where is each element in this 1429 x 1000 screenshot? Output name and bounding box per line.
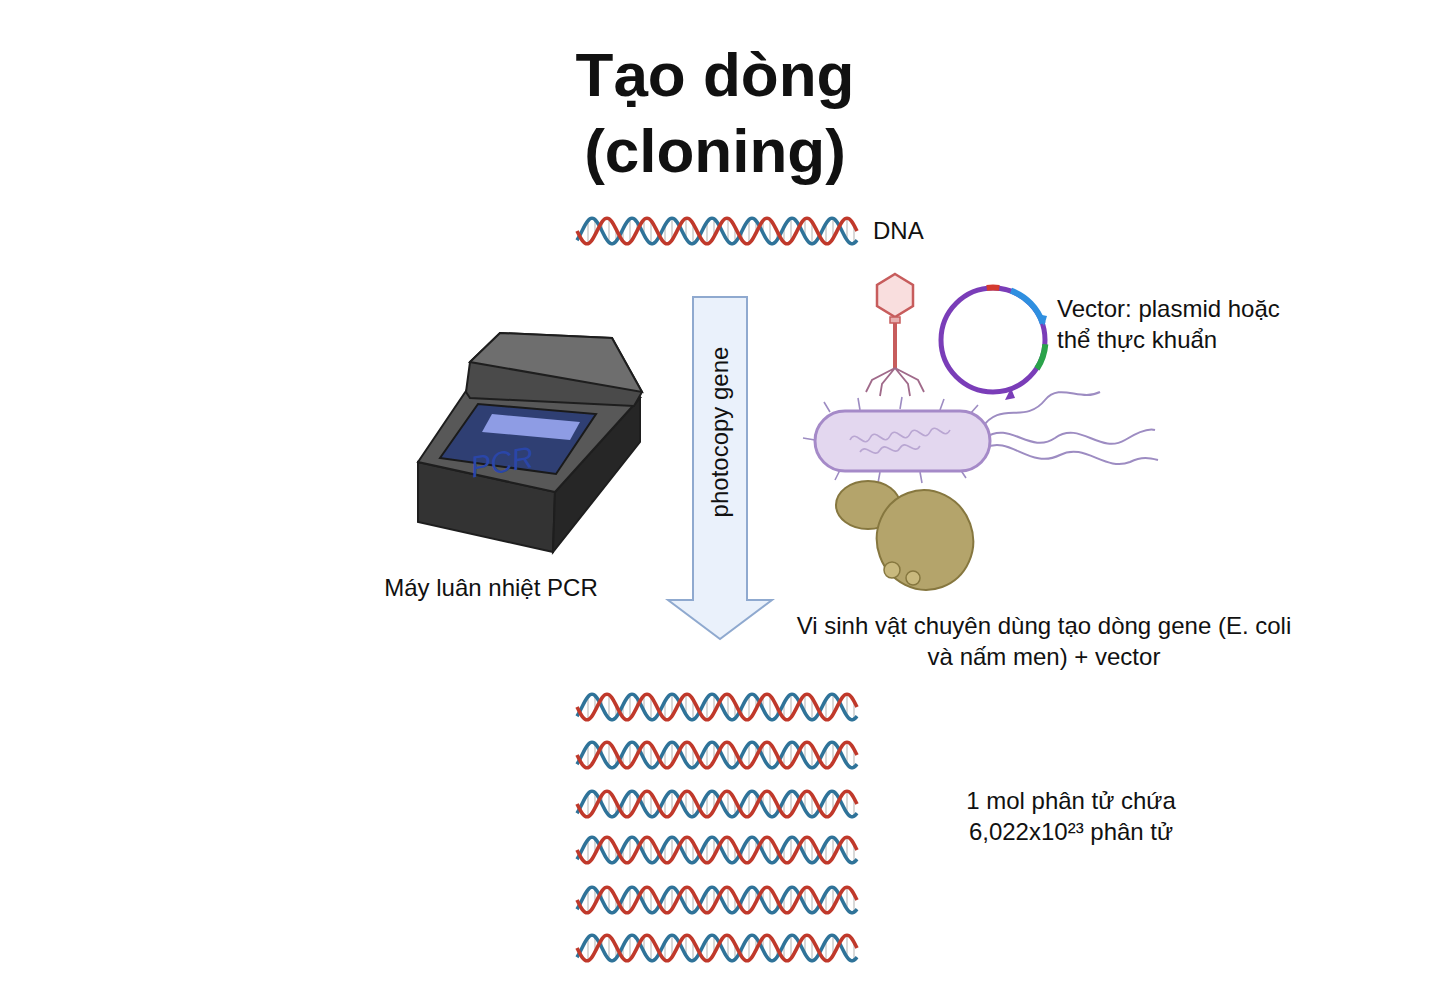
dna-strand: [577, 887, 857, 913]
phage-head: [877, 274, 913, 317]
plasmid-marker: [1034, 344, 1048, 370]
caption-label: Vi sinh vật chuyên dùng tạo dòng gene (E…: [795, 610, 1293, 672]
dna-strand: [577, 742, 857, 768]
dna-strand: [577, 935, 857, 961]
bud-scar: [906, 571, 920, 585]
base-pair: [769, 219, 770, 243]
dna-helix: [577, 218, 857, 244]
dna-helix: [577, 935, 857, 961]
cell-body: [815, 411, 990, 471]
plasmid-ring: [941, 288, 1045, 392]
lid-top: [470, 333, 642, 392]
phage-legs: [866, 368, 924, 396]
e-coli-cell: [803, 392, 1158, 483]
dna-helix: [577, 887, 857, 913]
flagellum: [982, 392, 1100, 428]
yeast-cells: [836, 477, 987, 604]
arrow-node: photocopy gene: [667, 296, 773, 640]
bacteriophage: [866, 274, 924, 396]
pcr-machine: [418, 333, 642, 552]
plasmid-origin: [986, 284, 999, 290]
phage-collar: [890, 317, 900, 323]
flagellum: [985, 429, 1155, 443]
bud-scar: [884, 562, 900, 578]
dna-strand: [577, 837, 857, 863]
base-pair: [629, 792, 630, 816]
caption-label: 1 mol phân tử chứa 6,022x10²³ phân tử: [940, 785, 1202, 847]
plasmid-arrowhead: [1005, 388, 1015, 400]
dna-helix: [577, 694, 857, 720]
caption-label: DNA: [873, 215, 973, 246]
base-pair: [608, 888, 609, 912]
base-pair: [769, 743, 770, 767]
base-pair: [748, 888, 749, 912]
dna-strand: [577, 742, 857, 768]
base-pair: [748, 792, 749, 816]
base-pair: [769, 838, 770, 862]
dna-helix: [577, 742, 857, 768]
base-pair: [629, 743, 630, 767]
base-pair: [769, 936, 770, 960]
yeast-cell: [863, 477, 987, 604]
base-pair: [769, 792, 770, 816]
dna-strand: [577, 218, 857, 244]
flagellum: [985, 445, 1158, 464]
phage-tail: [893, 323, 897, 368]
arrow-outline: [668, 297, 772, 639]
base-pair: [748, 936, 749, 960]
dna-helices: [577, 218, 857, 961]
base-pair: [748, 743, 749, 767]
base-pair: [608, 695, 609, 719]
dna-strand: [577, 694, 857, 720]
dna-strand: [577, 791, 857, 817]
dna-strand: [577, 791, 857, 817]
base-pair: [608, 792, 609, 816]
chromosome: [850, 428, 950, 453]
dna-helix: [577, 791, 857, 817]
dna-strand: [577, 218, 857, 244]
plasmid-features: [986, 284, 1048, 400]
base-pair: [748, 219, 749, 243]
base-pair: [769, 695, 770, 719]
base-pair: [629, 219, 630, 243]
base-pair: [629, 936, 630, 960]
diagram-title: Tạo dòng (cloning): [545, 37, 885, 189]
caption-label: Vector: plasmid hoặc thể thực khuẩn: [1057, 293, 1312, 355]
base-pair: [748, 695, 749, 719]
screen-strip: [482, 414, 580, 440]
base-pair: [608, 838, 609, 862]
plasmid-arrowhead: [1037, 314, 1047, 326]
dna-strand: [577, 887, 857, 913]
base-pair: [629, 695, 630, 719]
dna-strand: [577, 935, 857, 961]
arrow-label: photocopy gene: [706, 347, 734, 518]
plasmid: [941, 284, 1048, 400]
base-pair: [629, 838, 630, 862]
dna-strand: [577, 694, 857, 720]
base-pair: [608, 219, 609, 243]
dna-helix: [577, 837, 857, 863]
dna-strand: [577, 837, 857, 863]
base-pair: [629, 888, 630, 912]
base-pair: [608, 743, 609, 767]
caption-label: Máy luân nhiệt PCR: [360, 572, 622, 603]
machine-lid: [466, 333, 642, 406]
base-pair: [748, 838, 749, 862]
base-pair: [608, 936, 609, 960]
base-pair: [769, 888, 770, 912]
